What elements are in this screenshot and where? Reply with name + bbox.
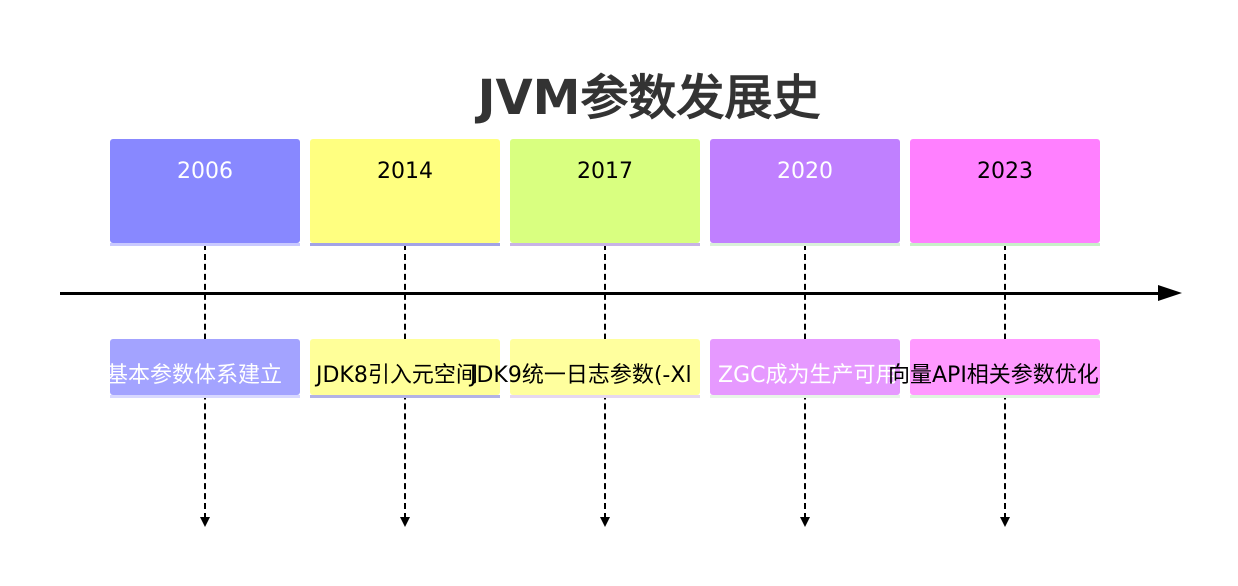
event-box [110,339,300,398]
event-box [310,339,500,398]
period-box: 2020 [710,139,900,246]
event-label: JDK8引入元空间 [316,363,478,388]
event-underline [110,395,300,398]
period-underline [110,243,300,246]
period-box: 2017 [510,139,700,246]
event-underline [310,395,500,398]
event-label: JDK9统一日志参数(-Xl [470,363,692,388]
connector-arrowhead [600,517,610,527]
connector-arrowhead [800,517,810,527]
period-underline [710,243,900,246]
timeline-arrowhead [1158,285,1182,301]
period-box: 2006 [110,139,300,246]
timeline-axis [60,292,1160,295]
period-box: 2023 [910,139,1100,246]
event-box [910,339,1100,398]
connector-arrowhead [1000,517,1010,527]
event-label: 基本参数体系建立 [106,363,283,388]
connector-arrowhead [200,517,210,527]
event-underline [710,395,900,398]
period-underline [910,243,1100,246]
connector-arrowhead [400,517,410,527]
event-box [710,339,900,398]
period-underline [510,243,700,246]
period-year: 2006 [177,159,233,184]
event-box [510,339,700,398]
period-year: 2017 [577,159,633,184]
period-year: 2020 [777,159,833,184]
diagram-title: JVM参数发展史 [477,70,821,126]
event-underline [510,395,700,398]
period-year: 2023 [977,159,1033,184]
period-box: 2014 [310,139,500,246]
event-label: ZGC成为生产可用 [718,363,898,388]
event-underline [910,395,1100,398]
period-underline [310,243,500,246]
period-year: 2014 [377,159,433,184]
event-label: 向量API相关参数优化 [888,363,1099,388]
